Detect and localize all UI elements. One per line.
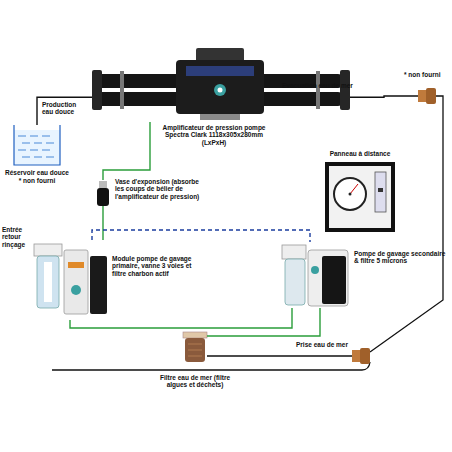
panel-illustration [325,162,395,232]
component-label: Panneau à distance [315,150,405,157]
pipe-connector [207,308,320,336]
through-hull-fitting [418,88,436,104]
pipe-connector [92,230,310,242]
flow-label: Production eau douce [41,101,87,116]
component-label: Entrée retour rinçage [2,226,34,248]
pipe-connector [70,308,292,328]
component-box: Amplificateur de pression pompe Spectra … [92,60,350,122]
component-box: Filtre eau de mer (filtre algues et déch… [183,332,207,362]
component-label: * non fourni [404,71,450,78]
pipe-connector [207,355,352,356]
component-box: Prise eau de mer [352,348,370,364]
hull-line [52,362,370,370]
vessel-illustration [97,181,109,206]
pipe-connector [103,122,150,180]
component-label: * non fourni [2,177,72,184]
component-label: Module pompe de gavage primaire, vanne 3… [112,255,194,277]
module-illustration [34,244,107,314]
filter-illustration [183,332,207,362]
pump-illustration [282,245,348,306]
component-label: Réservoir eau douce [2,169,72,176]
through-hull-fitting [352,348,370,364]
component-box: Pompe de gavage secondaire & filtre 5 mi… [280,242,350,308]
component-box: Réservoir eau douce* non fourni [14,125,60,165]
component-box: Entrée retour rinçageModule pompe de gav… [34,240,108,320]
component-label: Prise eau de mer [290,341,348,348]
component-box: Panneau à distance [325,162,395,232]
pipe-connector [37,97,92,125]
pipe-connector [350,96,418,97]
component-label: Evacuation eau de mer [282,82,392,89]
component-box: Vase d'exponsion (absorbe les coups de b… [96,180,110,206]
component-label: Pompe de gavage secondaire & filtre 5 mi… [354,250,446,265]
component-box: Evacuation eau de mer* non fourni [418,88,436,104]
component-label: Vase d'exponsion (absorbe les coups de b… [115,178,207,200]
component-label: Filtre eau de mer (filtre algues et déch… [150,374,240,389]
pipe-connector [102,206,103,240]
tank-illustration [14,125,60,165]
component-label: Amplificateur de pression pompe Spectra … [158,124,270,146]
